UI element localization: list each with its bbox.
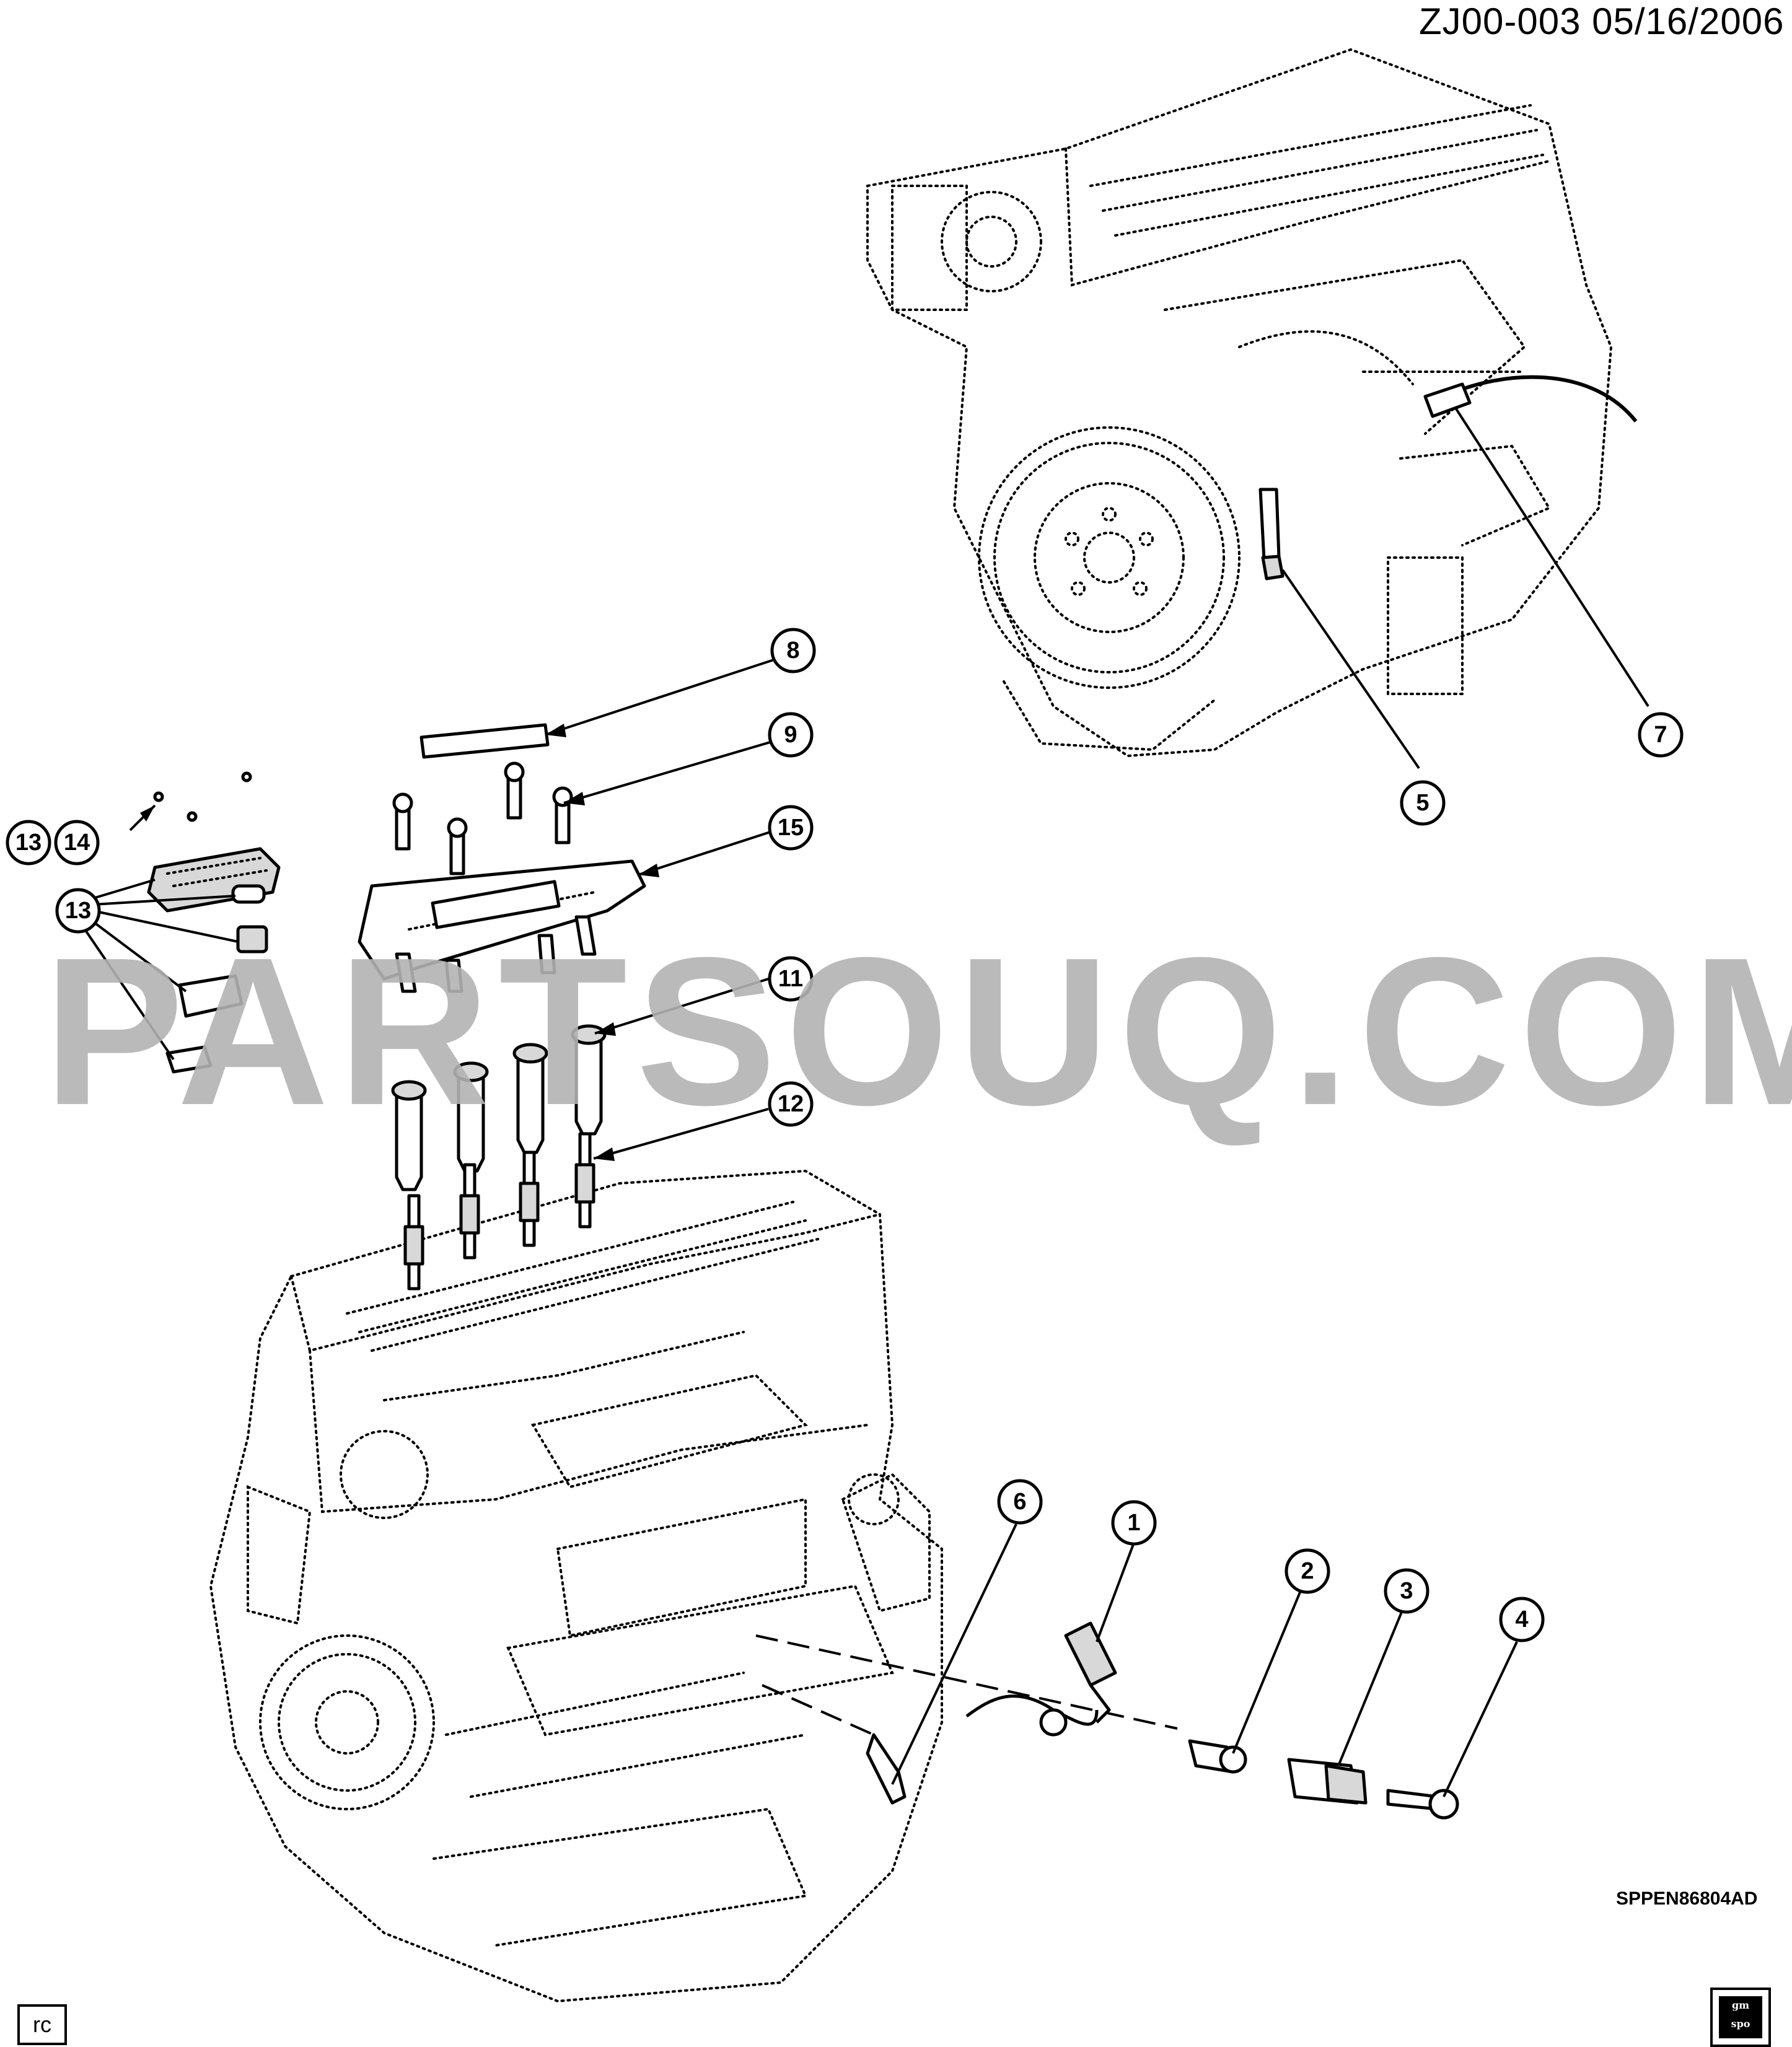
svg-text:8: 8: [786, 638, 799, 664]
svg-text:2: 2: [1301, 1558, 1314, 1584]
svg-text:3: 3: [1400, 1578, 1413, 1604]
spark-plugs: [403, 1132, 595, 1291]
callout-6[interactable]: 6: [997, 1479, 1043, 1525]
callout-2[interactable]: 2: [1285, 1548, 1330, 1594]
svg-text:14: 14: [64, 830, 90, 856]
lower-engine-assembly: [209, 1169, 943, 2003]
svg-text:13: 13: [15, 830, 42, 856]
svg-text:1: 1: [1127, 1510, 1140, 1536]
screws: [153, 761, 573, 875]
upper-engine-assembly: [866, 48, 1638, 758]
drawing-number: SPPEN86804AD: [1616, 1888, 1758, 1909]
logo-line-1: gm: [1731, 1999, 1750, 2011]
sensor-parts: [755, 1621, 1459, 1820]
callout-1[interactable]: 1: [1111, 1500, 1157, 1546]
svg-text:5: 5: [1416, 790, 1429, 816]
callout-12[interactable]: 12: [768, 1081, 814, 1127]
svg-text:12: 12: [778, 1091, 804, 1117]
label-plate: [419, 723, 550, 759]
callout-8[interactable]: 8: [770, 628, 816, 673]
leader-lines: [79, 408, 1649, 1797]
callout-4[interactable]: 4: [1499, 1597, 1545, 1642]
gm-spo-logo: gm spo: [1710, 1988, 1771, 2047]
corner-tag-text: rc: [33, 2012, 51, 2037]
svg-text:15: 15: [778, 815, 804, 841]
logo-line-2: spo: [1731, 2018, 1750, 2030]
drawing-reference: ZJ00-003 05/16/2006: [1419, 1, 1785, 42]
callout-13-group[interactable]: 13: [55, 888, 101, 934]
corner-tag: rc: [17, 2004, 67, 2045]
callout-3[interactable]: 3: [1384, 1568, 1430, 1614]
callout-7[interactable]: 7: [1638, 712, 1684, 758]
svg-text:9: 9: [784, 722, 797, 748]
ignition-module: [147, 847, 281, 1074]
callout-9[interactable]: 9: [768, 712, 814, 758]
svg-text:4: 4: [1515, 1606, 1528, 1633]
callout-14[interactable]: 14: [54, 820, 100, 866]
svg-text:6: 6: [1013, 1489, 1026, 1515]
svg-text:11: 11: [778, 966, 803, 992]
callout-5[interactable]: 5: [1400, 780, 1446, 826]
gm-spo-logo-mark: gm spo: [1719, 1996, 1762, 2038]
callout-13-top[interactable]: 13: [6, 820, 51, 866]
flywheel-icon: [978, 426, 1241, 689]
coil-cassette: [358, 859, 646, 993]
svg-text:7: 7: [1654, 722, 1667, 748]
callout-11[interactable]: 11: [768, 956, 814, 1002]
callout-15[interactable]: 15: [768, 805, 814, 851]
crank-pulley-icon: [259, 1634, 435, 1810]
svg-text:13: 13: [65, 898, 91, 924]
spark-plug-boots: [391, 1024, 607, 1191]
